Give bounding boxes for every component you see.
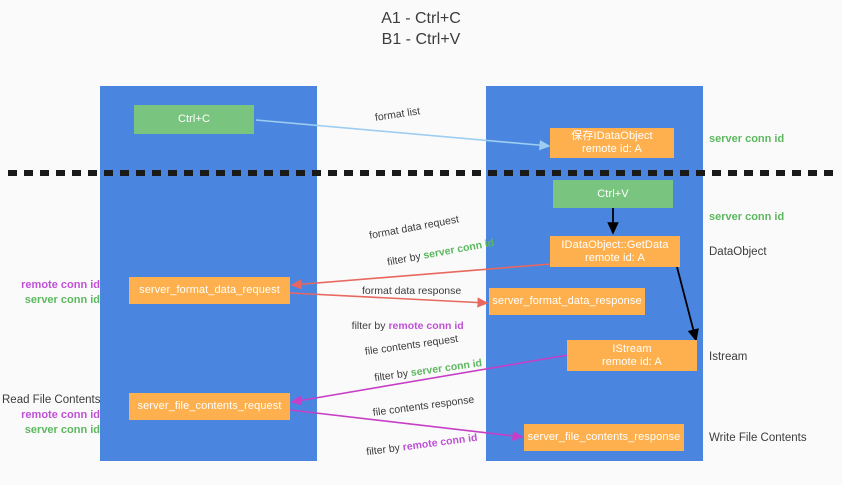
node-idataobject-getdata[interactable]: IDataObject::GetData remote id: A [550,236,680,267]
node-ctrl-c-label: Ctrl+C [177,113,211,125]
edge-label-file-contents-response-filter: filter by remote conn id [352,417,480,475]
node-istream-label: IStream [612,342,652,355]
note-istream: Istream [709,351,748,363]
node-istream-sub: remote id: A [602,355,662,368]
edge-label-format-data-response: format data response [362,285,462,297]
node-server-format-data-response[interactable]: server_format_data_response [489,288,645,315]
node-save-idataobject[interactable]: 保存IDataObject remote id: A [550,128,674,158]
note-server-conn-id-left-1: server conn id [24,294,100,306]
note-write-file-contents: Write File Contents [709,432,807,444]
edge-label-file-contents-response-filter-key: remote conn id [401,431,479,454]
note-read-file-contents-group: Read File Contents remote conn id server… [2,392,100,438]
edge-label-file-contents-request-filter-key: server conn id [410,357,483,379]
note-dataobject: DataObject [709,246,767,258]
note-server-conn-id-2: server conn id [709,211,785,223]
edge-label-format-data-request-filter-key: server conn id [422,236,496,262]
node-save-idataobject-sub: remote id: A [582,143,642,155]
edge-label-file-contents-request-filter-prefix: filter by [373,367,412,385]
page-title: A1 - Ctrl+C B1 - Ctrl+V [381,10,461,48]
node-ctrl-v[interactable]: Ctrl+V [553,180,673,208]
note-conn-ids-1: remote conn id server conn id [8,278,100,308]
node-idataobject-getdata-label: IDataObject::GetData [561,238,669,251]
edge-label-format-data-response-filter: filter by remote conn id [340,305,464,347]
note-remote-conn-id-2: remote conn id [21,409,100,421]
node-server-format-data-request[interactable]: server_format_data_request [129,277,290,304]
node-ctrl-v-label: Ctrl+V [597,187,629,200]
edge-label-file-contents-response-filter-prefix: filter by [365,441,404,459]
node-save-idataobject-label: 保存IDataObject [571,130,653,142]
note-server-conn-id-left-2: server conn id [24,424,100,436]
edge-label-format-data-response-filter-prefix: filter by [351,320,389,332]
node-server-format-data-request-label: server_format_data_request [139,284,280,296]
node-server-format-data-response-label: server_format_data_response [492,295,642,307]
note-read-file-contents: Read File Contents [2,394,101,406]
edge-label-format-data-response-filter-key: remote conn id [388,320,464,332]
note-server-conn-id-1: server conn id [709,133,785,145]
node-istream[interactable]: IStream remote id: A [567,340,697,371]
node-server-file-contents-response[interactable]: server_file_contents_response [524,424,684,451]
node-ctrl-c[interactable]: Ctrl+C [134,105,254,134]
note-remote-conn-id-1: remote conn id [21,279,100,291]
node-server-file-contents-response-label: server_file_contents_response [527,431,681,443]
node-server-file-contents-request[interactable]: server_file_contents_request [129,393,290,420]
edge-label-format-data-request-filter-prefix: filter by [386,249,425,269]
node-idataobject-getdata-sub: remote id: A [585,251,645,264]
edge-label-format-list: format list [374,105,421,124]
node-server-file-contents-request-label: server_file_contents_request [137,400,282,412]
